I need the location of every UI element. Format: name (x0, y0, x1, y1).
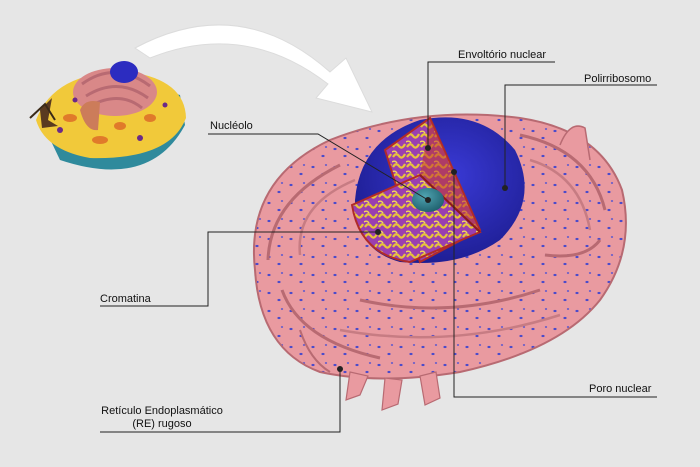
nucleus-cutaway (337, 116, 525, 372)
leader-poro (453, 172, 657, 398)
label-nucleolo: Nucléolo (210, 120, 253, 132)
leader-envoltorio (427, 61, 555, 148)
leader-cromatina (100, 231, 378, 307)
leader-reticulo (100, 369, 341, 433)
leader-nucleolo (208, 133, 429, 201)
label-reticulo-endoplasmatico: Retículo Endoplasmático (RE) rugoso (92, 405, 232, 431)
leader-polirribosomo (504, 84, 657, 188)
leader-lines (100, 61, 657, 433)
label-reticulo-line1: Retículo Endoplasmático (101, 405, 223, 417)
label-poro-nuclear: Poro nuclear (589, 383, 652, 395)
curved-arrow (134, 24, 373, 113)
label-cromatina: Cromatina (100, 293, 151, 305)
label-polirribosomo: Polirribosomo (584, 73, 652, 85)
label-reticulo-line2: (RE) rugoso (132, 418, 192, 430)
label-envoltorio-nuclear: Envoltório nuclear (458, 49, 547, 61)
cell-thumbnail (29, 61, 186, 170)
